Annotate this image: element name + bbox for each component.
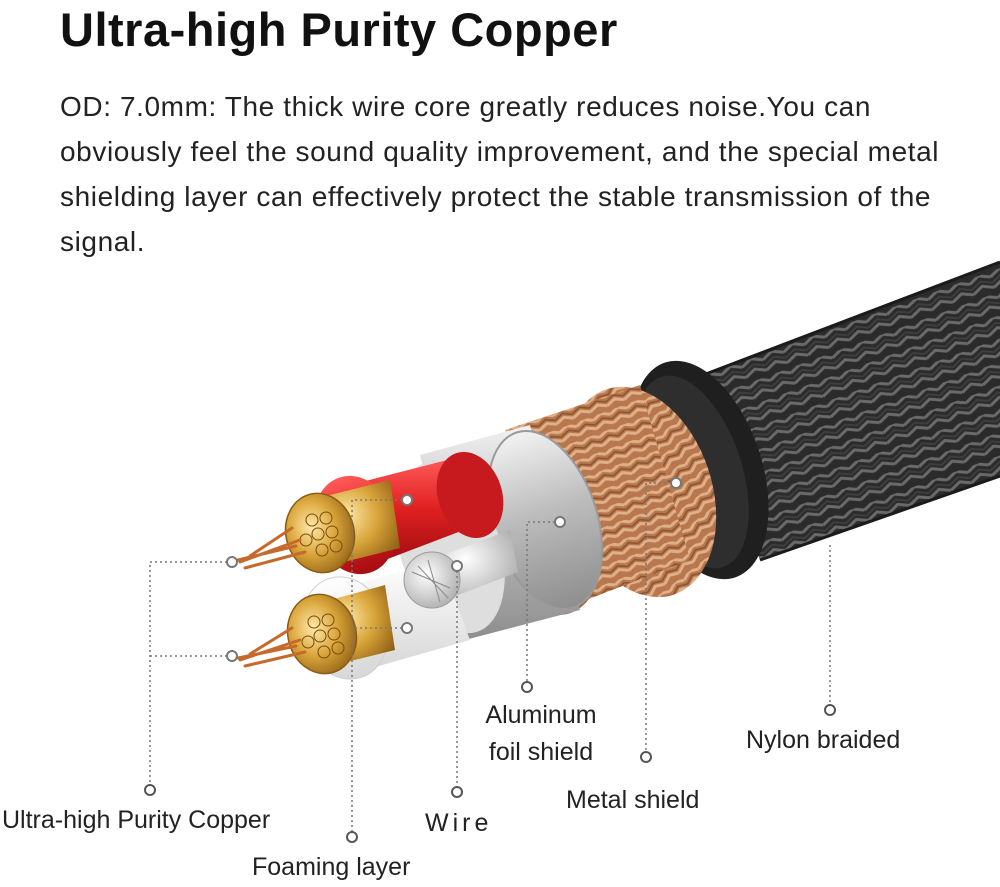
label-foaming-layer: Foaming layer	[252, 853, 410, 882]
label-metal-shield: Metal shield	[566, 786, 699, 815]
label-wire: Wire	[425, 809, 492, 838]
label-aluminum-line2: foil shield	[466, 734, 616, 771]
label-aluminum-foil-shield: Aluminum foil shield	[466, 697, 616, 771]
label-nylon-braided: Nylon braided	[746, 726, 900, 755]
label-ultra-high-purity-copper: Ultra-high Purity Copper	[2, 806, 270, 835]
label-aluminum-line1: Aluminum	[466, 697, 616, 734]
